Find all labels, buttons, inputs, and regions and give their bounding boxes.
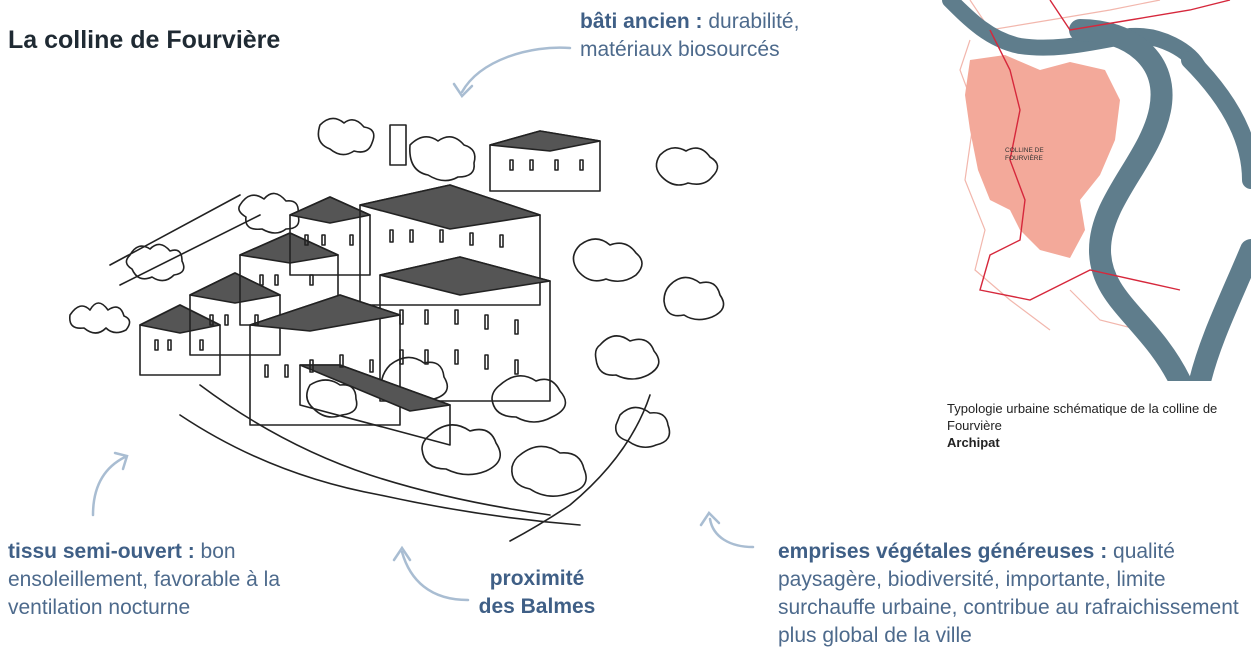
arrow-balmes <box>392 545 470 602</box>
map-zone-label-1: COLLINE DE <box>1005 147 1044 154</box>
annotation-tissu-label: tissu semi-ouvert : <box>8 540 195 563</box>
annotation-bati-label: bâti ancien : <box>580 10 703 33</box>
annotation-emprises-vegetales: emprises végétales généreuses : qualité … <box>778 538 1248 650</box>
annotation-emprises-label: emprises végétales généreuses : <box>778 540 1108 563</box>
annotation-tissu-text: bon ensoleillement, favorable à la venti… <box>8 540 280 619</box>
map-caption: Typologie urbaine schématique de la coll… <box>947 400 1247 451</box>
annotation-bati-ancien: bâti ancien : durabilité, matériaux bios… <box>580 8 880 64</box>
arrow-emprises <box>699 511 755 549</box>
fourviere-sketch-illustration <box>68 117 725 542</box>
map-svg: COLLINE DE FOURVIÈRE <box>930 0 1251 381</box>
arrow-bati <box>452 46 572 98</box>
fourviere-map: COLLINE DE FOURVIÈRE <box>930 0 1251 381</box>
page-title: La colline de Fourvière <box>8 26 281 54</box>
arrow-tissu <box>91 451 129 517</box>
annotation-balmes-line1: proximité <box>489 567 585 590</box>
annotation-emprises-text: qualité paysagère, biodiversité, importa… <box>778 540 1239 647</box>
annotation-bati-text: durabilité, matériaux biosourcés <box>580 10 800 61</box>
annotation-balmes-line2: des Balmes <box>478 595 596 618</box>
map-zone-label-2: FOURVIÈRE <box>1005 153 1043 162</box>
map-caption-text: Typologie urbaine schématique de la coll… <box>947 401 1218 433</box>
map-caption-source: Archipat <box>947 435 1000 450</box>
annotation-tissu-semi-ouvert: tissu semi-ouvert : bon ensoleillement, … <box>8 538 308 622</box>
annotation-balmes: proximité des Balmes <box>472 565 602 621</box>
